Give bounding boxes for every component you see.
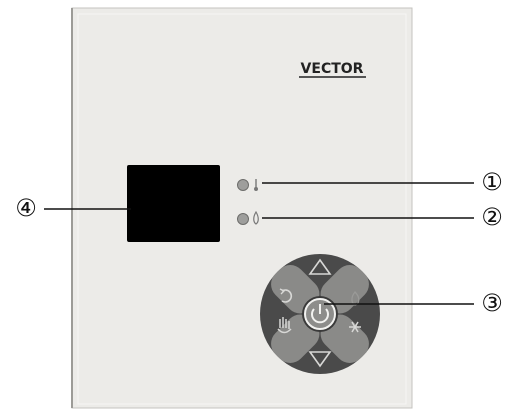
thermometer-icon <box>254 179 258 191</box>
callout-3-label: ③ <box>481 289 503 317</box>
thermometer-led <box>237 179 249 191</box>
brand-logo: VECTOR <box>301 61 364 77</box>
callout-4-label: ④ <box>15 194 37 222</box>
callout-2-label: ② <box>481 203 503 231</box>
callout-1-label: ① <box>481 168 503 196</box>
display-screen <box>127 165 220 242</box>
snowflake-icon <box>349 321 361 333</box>
keypad <box>260 254 380 374</box>
drop-led <box>237 213 249 225</box>
hand-icon <box>277 317 292 334</box>
down-triangle-icon <box>308 351 332 368</box>
up-triangle-icon <box>308 258 332 275</box>
water-drop-icon <box>253 210 259 225</box>
power-icon <box>311 304 329 324</box>
flame-icon <box>351 291 360 306</box>
cycle-arrows-icon <box>279 288 293 303</box>
